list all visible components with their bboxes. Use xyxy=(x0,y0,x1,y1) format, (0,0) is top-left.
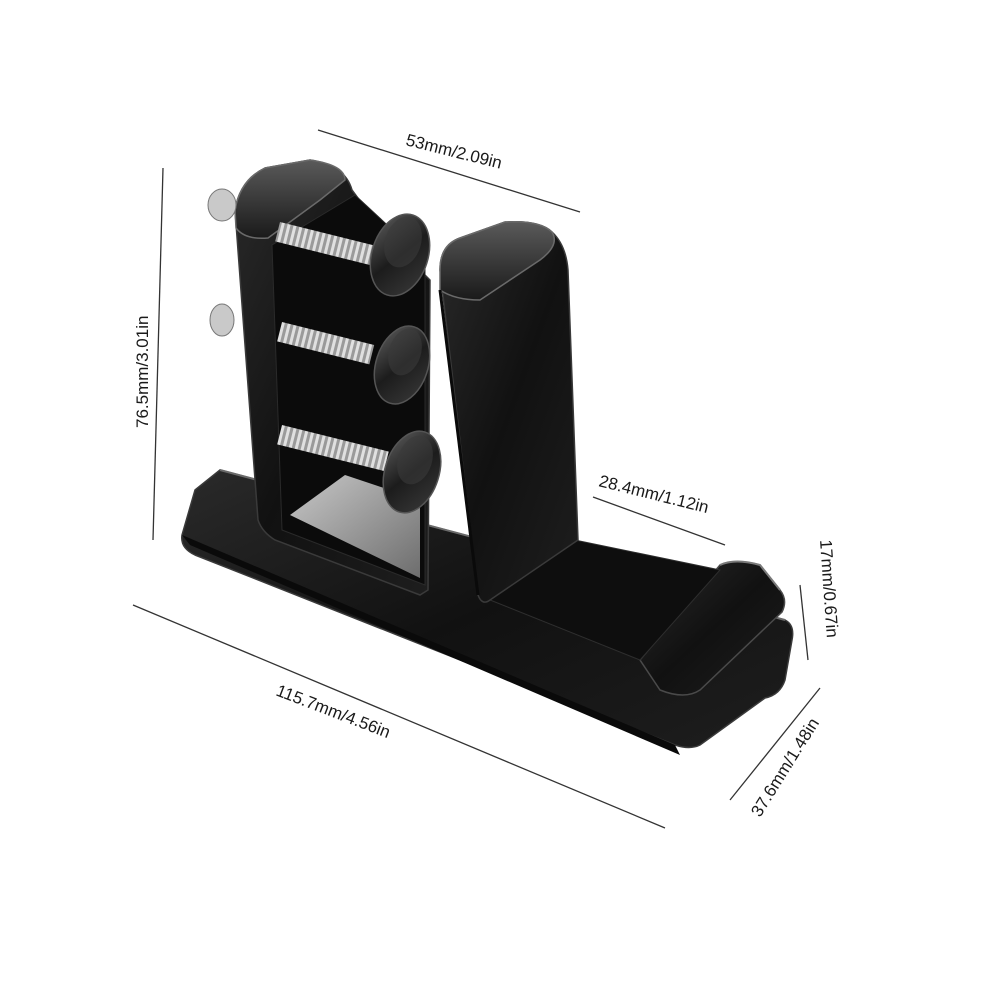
screw-middle xyxy=(209,303,431,405)
dim-line-lip-height xyxy=(799,584,809,661)
dim-line-height xyxy=(152,167,164,541)
dim-line-length xyxy=(132,604,666,829)
screw-bottom xyxy=(277,425,442,514)
label-support-depth: 28.4mm/1.12in xyxy=(597,471,711,517)
screw-top xyxy=(207,188,431,297)
front-lip xyxy=(639,560,786,696)
dim-line-width xyxy=(317,129,581,213)
label-height: 76.5mm/3.01in xyxy=(133,316,152,428)
label-length: 115.7mm/4.56in xyxy=(274,681,393,742)
dim-line-depth xyxy=(729,687,821,801)
dim-line-support-depth xyxy=(592,496,726,546)
label-lip-height: 17mm/0.67in xyxy=(816,539,842,638)
right-upright xyxy=(438,220,579,603)
label-width: 53mm/2.09in xyxy=(404,130,504,172)
